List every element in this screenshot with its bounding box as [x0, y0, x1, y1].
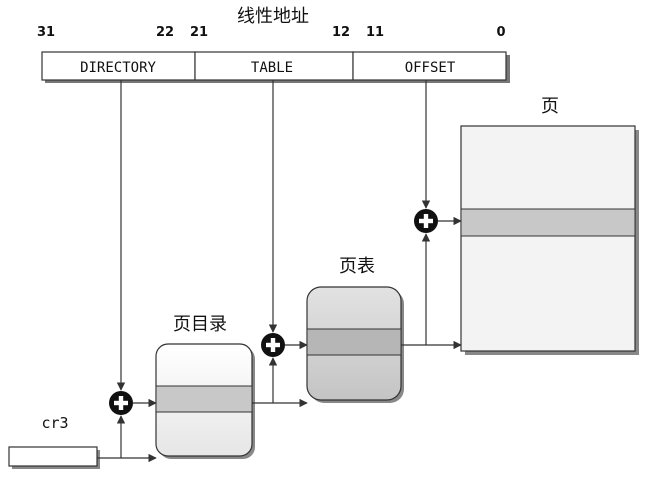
page-directory-box	[155, 343, 255, 459]
page-entry	[460, 208, 636, 237]
linear-address-bar: DIRECTORY TABLE OFFSET	[41, 51, 510, 83]
connection-lines	[97, 80, 462, 463]
bit-21-label: 21	[190, 25, 208, 40]
plus-circle-icon	[414, 209, 438, 233]
table-field	[194, 51, 354, 81]
page-table-box	[306, 286, 404, 403]
table-field-label: TABLE	[251, 60, 293, 76]
bit-0-label: 0	[496, 25, 505, 40]
page-directory-entry	[155, 385, 253, 413]
offset-field	[352, 51, 507, 81]
bit-22-label: 22	[156, 25, 174, 40]
bit-31-label: 31	[37, 25, 55, 40]
page-directory-label: 页目录	[173, 314, 227, 335]
cr3-register	[8, 446, 100, 469]
directory-field-label: DIRECTORY	[80, 60, 156, 76]
page-table-entry	[306, 328, 402, 356]
plus-circle-icon	[261, 333, 285, 357]
page-table-label: 页表	[339, 256, 375, 277]
bit-11-label: 11	[366, 25, 384, 40]
plus-circle-icon	[109, 391, 133, 415]
page-box	[460, 125, 639, 355]
bit-12-label: 12	[332, 25, 350, 40]
offset-field-label: OFFSET	[405, 60, 456, 76]
cr3-label: cr3	[41, 414, 68, 432]
page-label: 页	[541, 96, 559, 117]
linear-address-title: 线性地址	[237, 6, 309, 27]
directory-field	[41, 51, 196, 81]
